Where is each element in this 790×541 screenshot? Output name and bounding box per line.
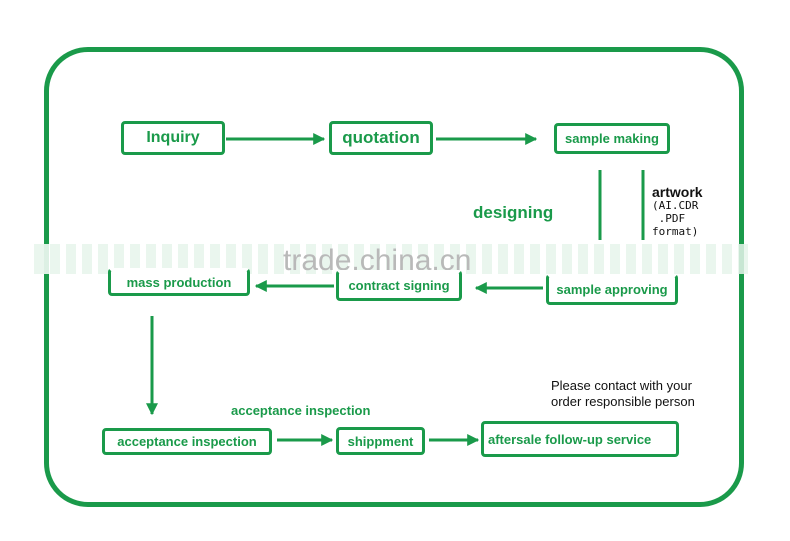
node-contract-signing: contract signing	[336, 270, 462, 301]
contact-note-line2: order responsible person	[551, 394, 695, 409]
label-acceptance-inspection-caption: acceptance inspection	[231, 403, 371, 418]
label-artwork-formats: (AI.CDR .PDF format)	[652, 199, 699, 238]
node-shippment: shippment	[336, 427, 425, 455]
node-sample-making: sample making	[554, 123, 670, 154]
label-artwork: artwork	[652, 184, 703, 200]
flowchart-frame	[44, 47, 744, 507]
node-aftersale: aftersale follow-up service	[481, 421, 679, 457]
node-quotation: quotation	[329, 121, 433, 155]
node-inquiry: Inquiry	[121, 121, 225, 155]
node-mass-production: mass production	[108, 268, 250, 296]
contact-note-line1: Please contact with your	[551, 378, 692, 393]
node-sample-approving: sample approving	[546, 274, 678, 305]
label-designing: designing	[473, 203, 554, 222]
node-acceptance-inspection: acceptance inspection	[102, 428, 272, 455]
